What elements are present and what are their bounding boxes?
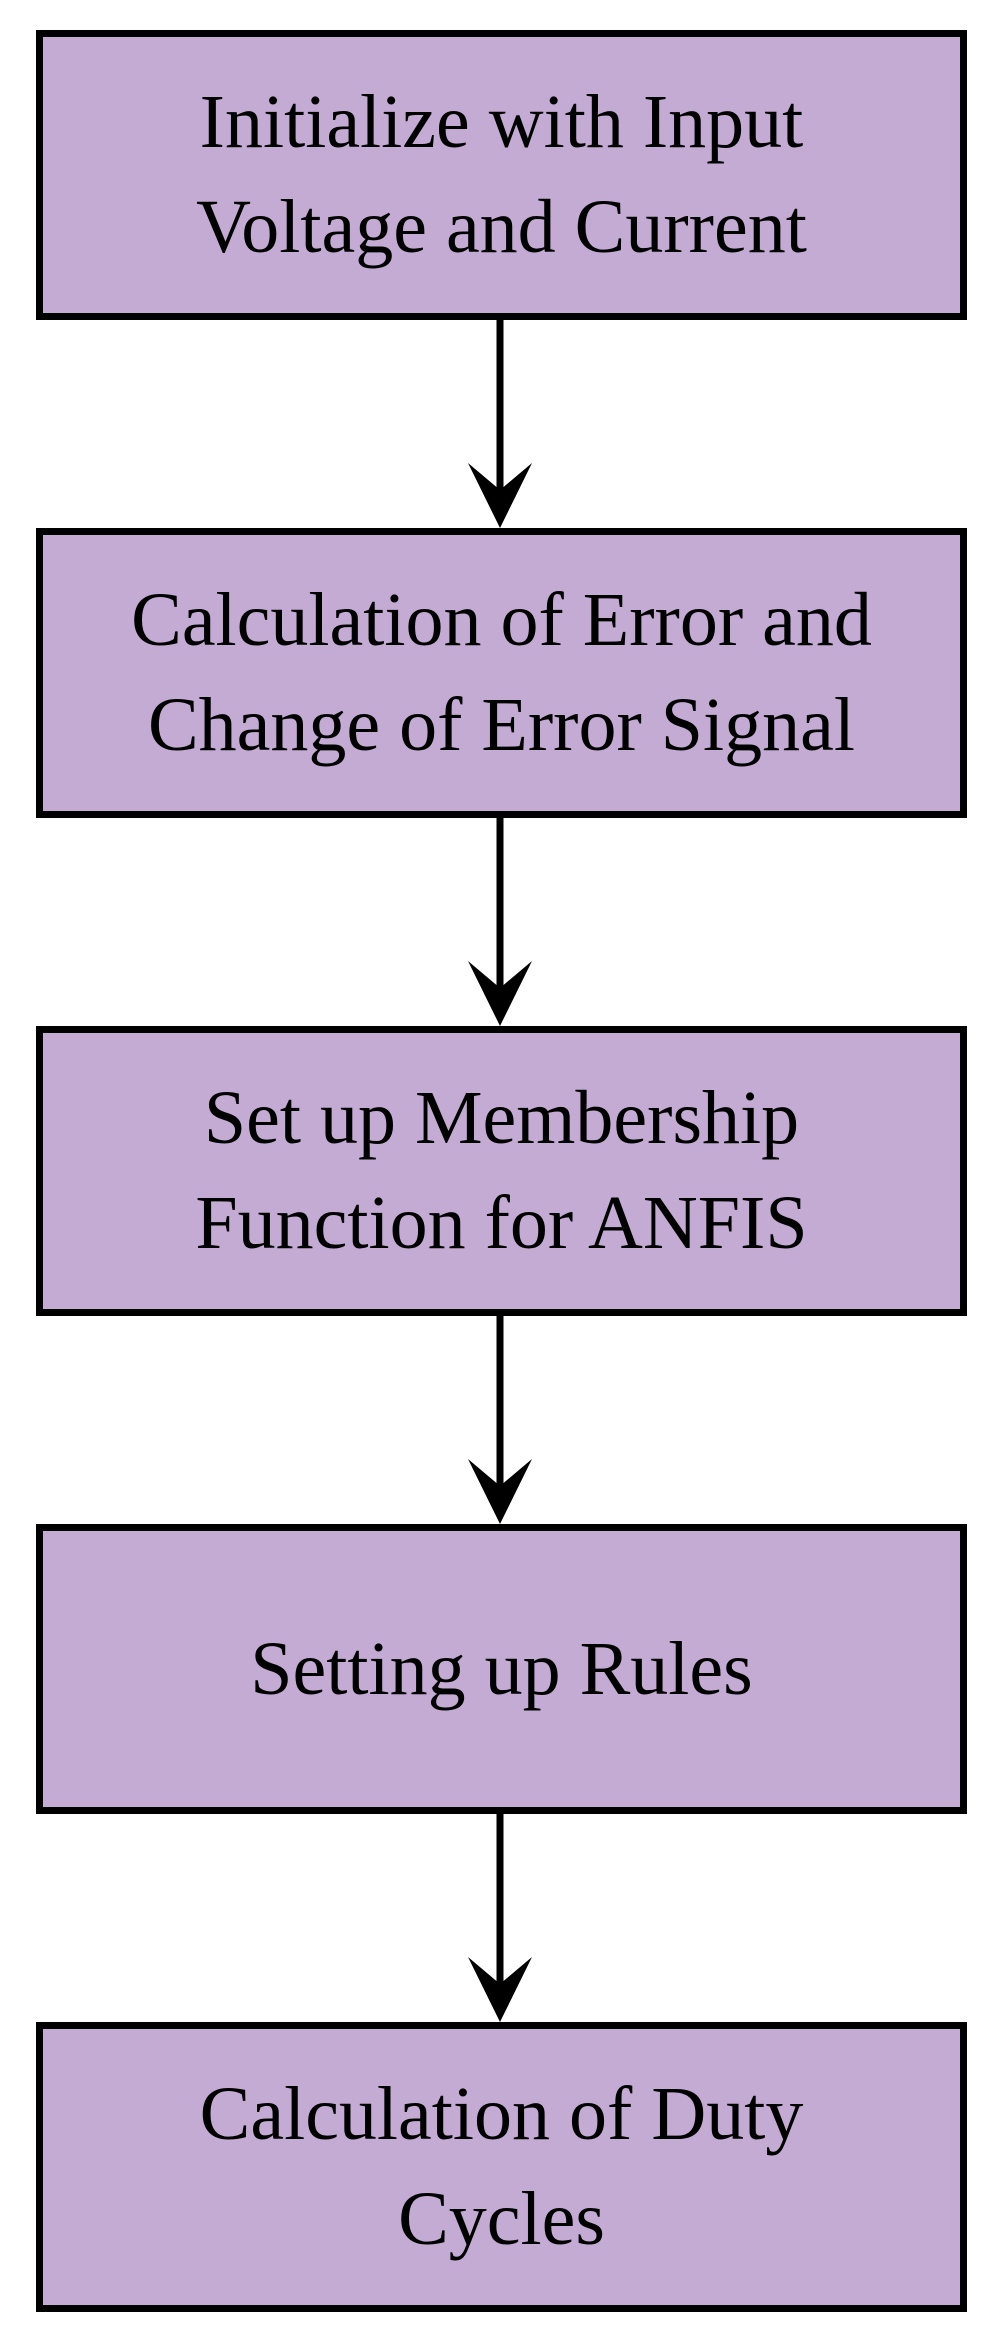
flow-step-label: Set up Membership Function for ANFIS	[195, 1076, 808, 1265]
flow-step-initialize: Initialize with Input Voltage and Curren…	[36, 30, 967, 320]
flow-step-label: Calculation of Duty Cycles	[199, 2072, 804, 2261]
arrow-down-icon	[468, 320, 532, 528]
flow-step-label: Initialize with Input Voltage and Curren…	[196, 80, 807, 269]
arrow-down-icon	[468, 1814, 532, 2022]
flow-step-duty-cycles: Calculation of Duty Cycles	[36, 2022, 967, 2312]
flow-step-label: Calculation of Error and Change of Error…	[131, 578, 872, 767]
flow-step-membership-function: Set up Membership Function for ANFIS	[36, 1026, 967, 1316]
flow-step-setting-rules: Setting up Rules	[36, 1524, 967, 1814]
flow-step-error-calculation: Calculation of Error and Change of Error…	[36, 528, 967, 818]
arrow-down-icon	[468, 818, 532, 1026]
arrow-down-icon	[468, 1316, 532, 1524]
flow-step-label: Setting up Rules	[250, 1626, 753, 1711]
